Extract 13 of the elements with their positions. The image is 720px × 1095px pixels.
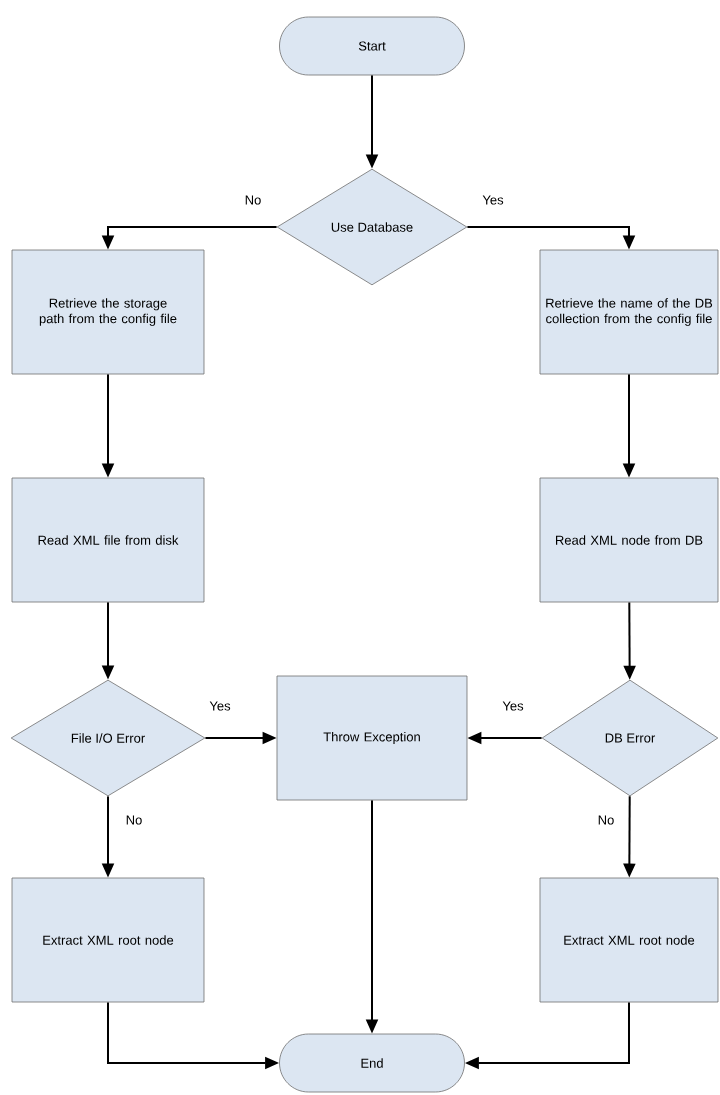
process-box: Retrieve the storage path from the config file [11, 249, 205, 375]
edge-label: Yes [481, 194, 505, 206]
edge-label: No [124, 814, 144, 826]
edge-label: No [596, 814, 616, 826]
process-box: Read XML node from DB [539, 477, 719, 603]
edge-label: No [243, 194, 263, 206]
process-box: Throw Exception [276, 675, 468, 801]
edge-label: Yes [208, 700, 232, 712]
edge-label: Yes [501, 700, 525, 712]
process-box: Extract XML root node [539, 877, 719, 1003]
process-box: Read XML file from disk [11, 477, 205, 603]
process-box: Extract XML root node [11, 877, 205, 1003]
process-box: Retrieve the name of the DB collection from the config file [539, 249, 719, 375]
